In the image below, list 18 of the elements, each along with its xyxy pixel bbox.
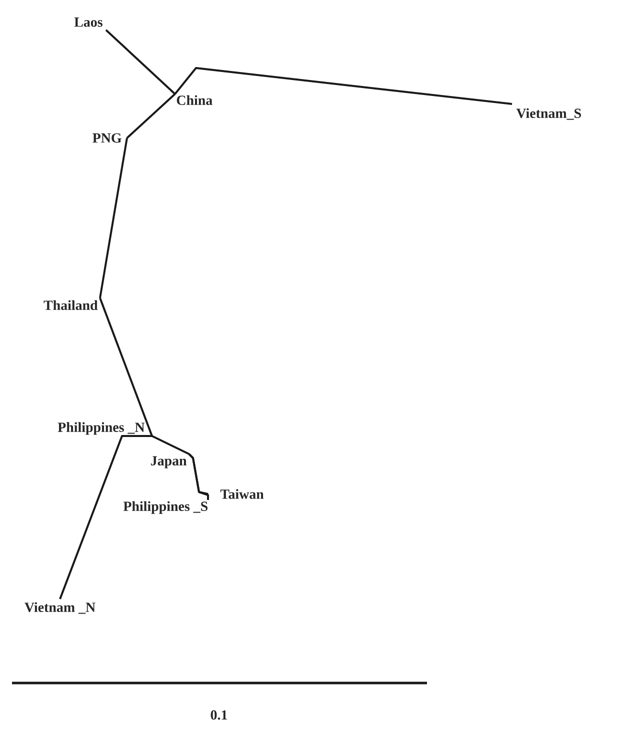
taxon-label: China bbox=[176, 95, 212, 106]
taxon-label: Vietnam _N bbox=[24, 602, 96, 614]
taxon-label: Japan bbox=[151, 456, 187, 468]
taxon-label: Vietnam_S bbox=[516, 108, 581, 120]
tree-branch bbox=[174, 67, 512, 105]
taxon-label: Philippines _S bbox=[123, 501, 208, 514]
taxon-label: Taiwan bbox=[220, 489, 264, 499]
taxon-label: PNG bbox=[92, 133, 122, 143]
taxon-label: Thailand bbox=[44, 300, 98, 310]
scale-label: 0.1 bbox=[210, 710, 227, 720]
tree-branch bbox=[59, 435, 152, 600]
tree-branch bbox=[105, 29, 176, 95]
tree-branch bbox=[99, 138, 128, 298]
tree-branch bbox=[99, 298, 153, 436]
taxon-label: Laos bbox=[74, 18, 102, 27]
taxon-label: Philippines _N bbox=[58, 422, 145, 435]
tree-branch bbox=[152, 435, 190, 455]
tree-branch bbox=[126, 93, 176, 139]
